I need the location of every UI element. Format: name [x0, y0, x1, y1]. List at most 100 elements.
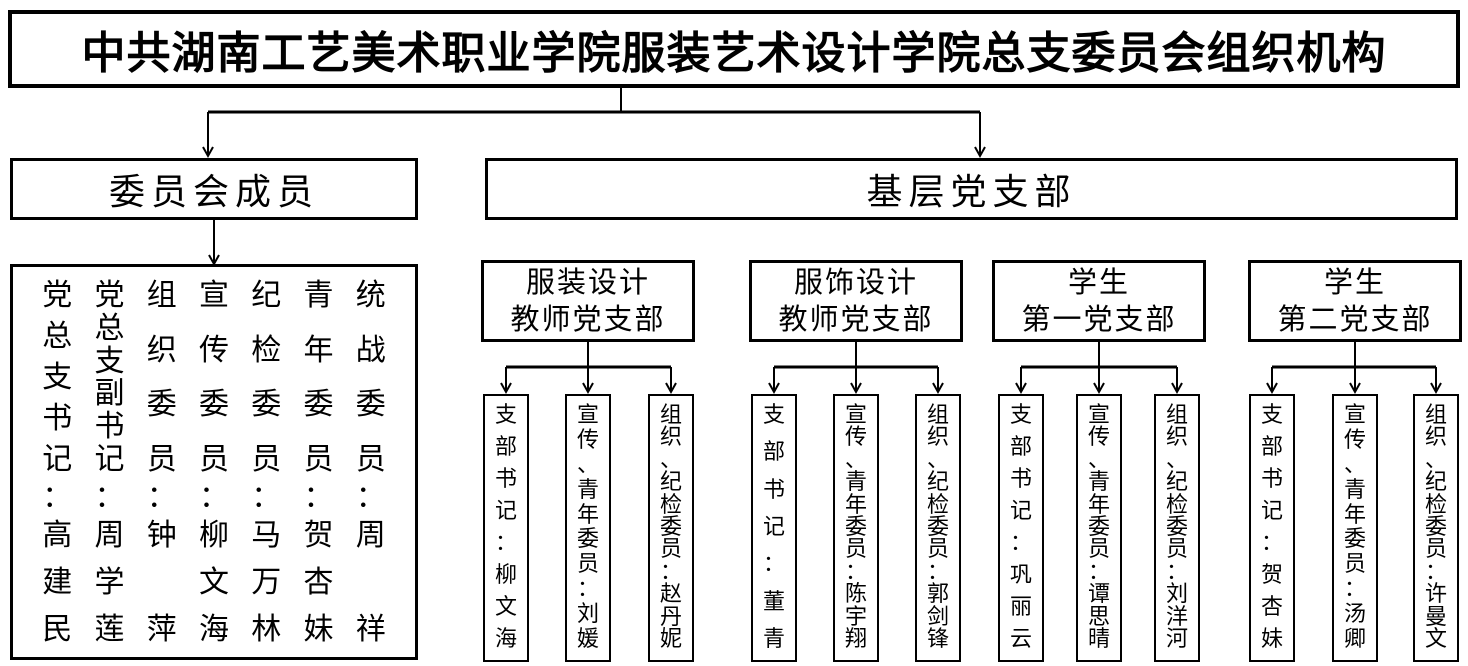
branch-title-line: 教师党支部 [778, 302, 934, 336]
glyph: 赵 [659, 582, 682, 608]
glyph: 、 [1165, 447, 1188, 473]
glyph: 、 [844, 447, 867, 473]
glyph: 纪 [659, 470, 682, 496]
glyph: 锋 [926, 626, 949, 652]
glyph: 青 [303, 278, 334, 313]
glyph: 、 [1343, 452, 1366, 478]
glyph: 员 [251, 441, 282, 477]
member-role: 党总支副书记 [95, 281, 125, 475]
glyph: 洋 [1165, 604, 1188, 630]
glyph: 记 [42, 442, 73, 477]
glyph: 书 [494, 467, 517, 492]
glyph: 纪 [1424, 470, 1447, 496]
position-box: 组织、纪检委员：赵丹妮 [648, 394, 694, 662]
colon-separator: ： [94, 480, 125, 515]
glyph: 委 [1343, 527, 1366, 553]
position-box: 宣传、青年委员：汤卿 [1332, 394, 1378, 662]
committee-members-box: 党总支书记：高建民 党总支副书记：周学莲 组织委员：钟萍 宣传委员：柳文海 纪检… [10, 264, 418, 660]
glyph: 海 [199, 612, 229, 647]
member-column: 宣传委员：柳文海 [196, 281, 232, 645]
glyph: 书 [94, 409, 125, 445]
glyph: 青 [1087, 470, 1110, 496]
glyph: 员 [1087, 537, 1110, 563]
member-column: 组织委员：钟萍 [144, 281, 180, 645]
glyph: 支 [42, 360, 73, 395]
glyph: 传 [199, 332, 229, 368]
member-role: 组织委员 [147, 281, 177, 475]
glyph: 战 [355, 332, 386, 368]
branch-title-line: 服饰设计 [793, 264, 918, 299]
glyph: 年 [1343, 502, 1366, 528]
glyph: 传 [844, 425, 867, 451]
glyph: 员 [355, 441, 386, 477]
glyph: 党 [94, 278, 125, 313]
glyph: 丽 [1009, 595, 1032, 620]
branch-title-line: 学生 [1067, 264, 1130, 299]
glyph: 织 [659, 425, 682, 451]
glyph: 书 [42, 401, 73, 436]
glyph: 巩 [1009, 563, 1032, 588]
glyph: 谭 [1087, 582, 1110, 608]
branch-title-line: 第一党支部 [1021, 302, 1177, 336]
glyph: 记 [1260, 499, 1283, 524]
glyph: 妹 [303, 612, 334, 647]
glyph: 宣 [576, 403, 599, 428]
glyph: 支 [494, 403, 517, 428]
position-box: 组织、纪检委员：许曼文 [1413, 394, 1459, 662]
glyph: 组 [1424, 403, 1447, 428]
glyph: ： [926, 559, 949, 585]
glyph: 柳 [494, 563, 517, 588]
glyph: 萍 [146, 612, 177, 647]
glyph: 员 [576, 552, 599, 578]
glyph: 青 [576, 477, 599, 503]
glyph: 、 [926, 447, 949, 473]
glyph: ： [1009, 531, 1032, 556]
position-box: 支部书记：柳文海 [483, 394, 529, 662]
glyph: 高 [42, 518, 73, 553]
glyph: 纪 [926, 470, 949, 496]
glyph: 云 [1009, 627, 1032, 652]
glyph: 妮 [659, 626, 682, 652]
glyph: 委 [926, 514, 949, 540]
position-box: 组织、纪检委员：郭剑锋 [915, 394, 961, 662]
member-column: 纪检委员：马万林 [248, 281, 284, 645]
member-name: 周学莲 [95, 521, 125, 645]
glyph: 妹 [1260, 627, 1283, 652]
glyph: ： [762, 552, 785, 578]
glyph: 、 [1424, 447, 1447, 473]
glyph: 书 [1260, 467, 1283, 492]
branch-box-4: 学生 第二党支部 [1248, 260, 1462, 342]
glyph: 组 [659, 403, 682, 428]
glyph: 委 [1424, 514, 1447, 540]
glyph: 部 [1260, 435, 1283, 460]
glyph: 青 [844, 470, 867, 496]
glyph: 检 [1165, 492, 1188, 518]
glyph: 郭 [926, 582, 949, 608]
colon-separator: ： [303, 480, 334, 515]
glyph: 青 [762, 626, 785, 652]
glyph: 青 [1343, 477, 1366, 503]
glyph: 剑 [926, 604, 949, 630]
glyph: 陈 [844, 582, 867, 608]
glyph: ： [1165, 559, 1188, 585]
glyph: 年 [1087, 492, 1110, 518]
glyph: 宇 [844, 604, 867, 630]
glyph: ： [1260, 531, 1283, 556]
glyph: 林 [251, 612, 282, 647]
glyph: 万 [251, 565, 282, 600]
glyph: 纪 [251, 278, 282, 313]
glyph: 、 [576, 452, 599, 478]
member-column: 青年委员：贺杏妹 [301, 281, 337, 645]
member-name: 柳文海 [199, 521, 229, 645]
position-box: 宣传、青年委员：刘媛 [565, 394, 611, 662]
glyph: 委 [1165, 514, 1188, 540]
glyph: 年 [576, 502, 599, 528]
member-column: 统战委员：周祥 [353, 281, 389, 645]
glyph: 马 [251, 518, 282, 553]
glyph: 记 [94, 441, 125, 477]
glyph: 汤 [1343, 602, 1366, 627]
glyph: 检 [251, 332, 282, 368]
member-name: 高建民 [42, 521, 72, 645]
glyph: 宣 [1087, 403, 1110, 428]
glyph: 刘 [576, 602, 599, 627]
